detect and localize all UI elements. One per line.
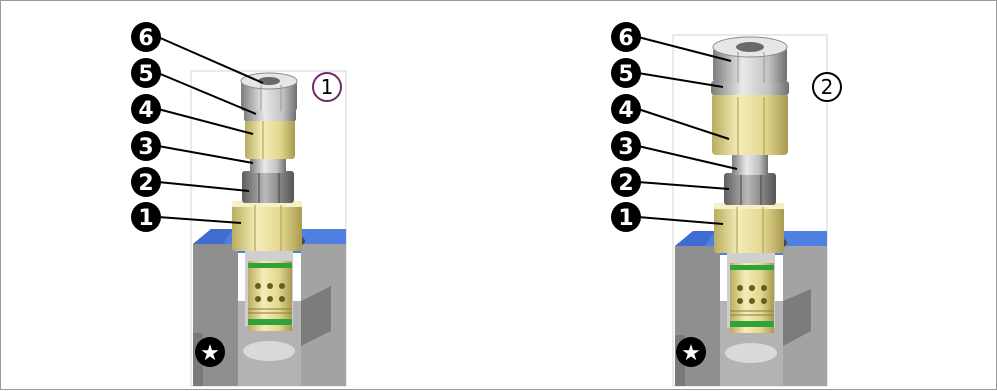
left-callout-5: 5 — [131, 58, 161, 88]
left-callout-6-label: 6 — [138, 26, 153, 51]
right-callout-2: 2 — [611, 167, 641, 197]
variant-marker-1: 1 — [312, 72, 342, 102]
right-assembly — [637, 34, 828, 387]
right-callout-5-label: 5 — [618, 62, 633, 87]
right-star-icon: ★ — [681, 341, 701, 366]
left-part-5-washer — [244, 109, 296, 121]
left-callout-5-label: 5 — [138, 62, 153, 87]
variant-marker-1-label: 1 — [321, 75, 334, 99]
variant-marker-2: 2 — [812, 72, 842, 102]
left-callouts: 6 5 4 3 2 1 — [131, 22, 161, 232]
left-callout-6: 6 — [131, 22, 161, 52]
variant-marker-2-label: 2 — [821, 75, 834, 99]
right-star-badge: ★ — [676, 337, 706, 367]
right-callout-1-label: 1 — [618, 206, 633, 231]
right-callout-6: 6 — [611, 22, 641, 52]
right-callout-6-label: 6 — [618, 26, 633, 51]
right-leader-lines — [637, 36, 738, 225]
left-cartridge-lower — [248, 261, 292, 331]
right-callout-2-label: 2 — [618, 171, 633, 196]
right-callout-4-label: 4 — [618, 98, 633, 123]
right-callout-3: 3 — [611, 131, 641, 161]
left-callout-2: 2 — [131, 167, 161, 197]
right-callout-4: 4 — [611, 94, 641, 124]
right-callout-5: 5 — [611, 58, 641, 88]
left-leader-lines — [157, 36, 264, 224]
left-callout-3-label: 3 — [138, 135, 153, 160]
left-callout-1-label: 1 — [138, 206, 153, 231]
right-cartridge-lower — [730, 263, 774, 333]
left-callout-2-label: 2 — [138, 171, 153, 196]
right-part-1-hex-body — [714, 203, 784, 253]
right-part-6-cap-nut — [712, 36, 788, 83]
right-part-5-washer — [711, 81, 789, 95]
left-part-2-lock-nut — [242, 171, 294, 203]
left-callout-4: 4 — [131, 94, 161, 124]
left-callout-3: 3 — [131, 131, 161, 161]
right-callouts: 6 5 4 3 2 1 — [611, 22, 641, 232]
right-part-4-sleeve — [712, 93, 788, 155]
left-callout-1: 1 — [131, 202, 161, 232]
left-part-4-sleeve — [245, 119, 295, 159]
right-callout-1: 1 — [611, 202, 641, 232]
left-part-1-hex-body — [232, 201, 302, 251]
right-callout-3-label: 3 — [618, 135, 633, 160]
right-part-2-lock-nut — [724, 173, 776, 205]
left-assembly — [157, 36, 347, 387]
left-part-6-cap-nut — [240, 72, 298, 111]
left-star-icon: ★ — [200, 341, 220, 366]
left-callout-4-label: 4 — [138, 98, 153, 123]
left-star-badge: ★ — [195, 337, 225, 367]
